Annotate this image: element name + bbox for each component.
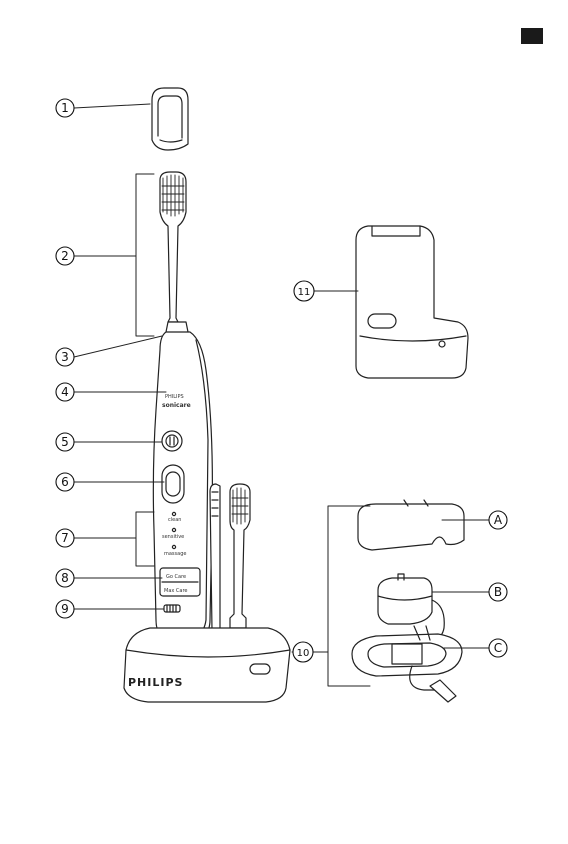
handle-brand-small: PHILIPS [165,394,184,400]
callout-5-label: 5 [61,435,69,449]
callout-9-label: 9 [61,602,69,616]
callout-7: 7 [56,529,74,547]
callout-11: 11 [294,281,314,301]
callout-C: C [489,639,507,657]
callout-1-label: 1 [61,101,69,115]
spare-brush-head-right [230,484,250,628]
protective-cap [152,88,188,150]
routine-go-care-label: Go Care [166,574,186,580]
callout-9: 9 [56,600,74,618]
charger-cover [358,500,464,550]
spare-brush-head-left [210,484,220,630]
callout-A: A [489,511,507,529]
callout-4: 4 [56,383,74,401]
handle-brand-product: sonicare [162,402,191,409]
callout-2: 2 [56,247,74,265]
callout-B-label: B [494,585,502,599]
callout-C-label: C [494,641,502,655]
charger-brand-label: PHILIPS [128,676,183,689]
callout-B: B [489,583,507,601]
routine-max-care-label: Max Care [164,588,188,594]
callout-10: 10 [293,642,313,662]
callout-10-label: 10 [297,648,310,659]
callout-4-label: 4 [61,385,69,399]
travel-charger [356,226,468,378]
callout-8: 8 [56,569,74,587]
callout-5: 5 [56,433,74,451]
callout-6: 6 [56,473,74,491]
callout-A-label: A [494,513,503,527]
callout-1: 1 [56,99,74,117]
callout-2-label: 2 [61,249,69,263]
callout-11-label: 11 [298,287,311,298]
brush-head [160,172,188,334]
callout-3: 3 [56,348,74,366]
cord-winder-base [352,626,462,702]
callout-3-label: 3 [61,350,69,364]
mode-sensitive-label: sensitive [162,534,184,540]
callout-8-label: 8 [61,571,69,585]
mode-massage-label: massage [164,551,186,557]
charger-with-holder [124,628,290,702]
callout-7-label: 7 [61,531,69,545]
page-marker-square [521,28,543,44]
mode-clean-label: clean [168,517,181,523]
callout-6-label: 6 [61,475,69,489]
